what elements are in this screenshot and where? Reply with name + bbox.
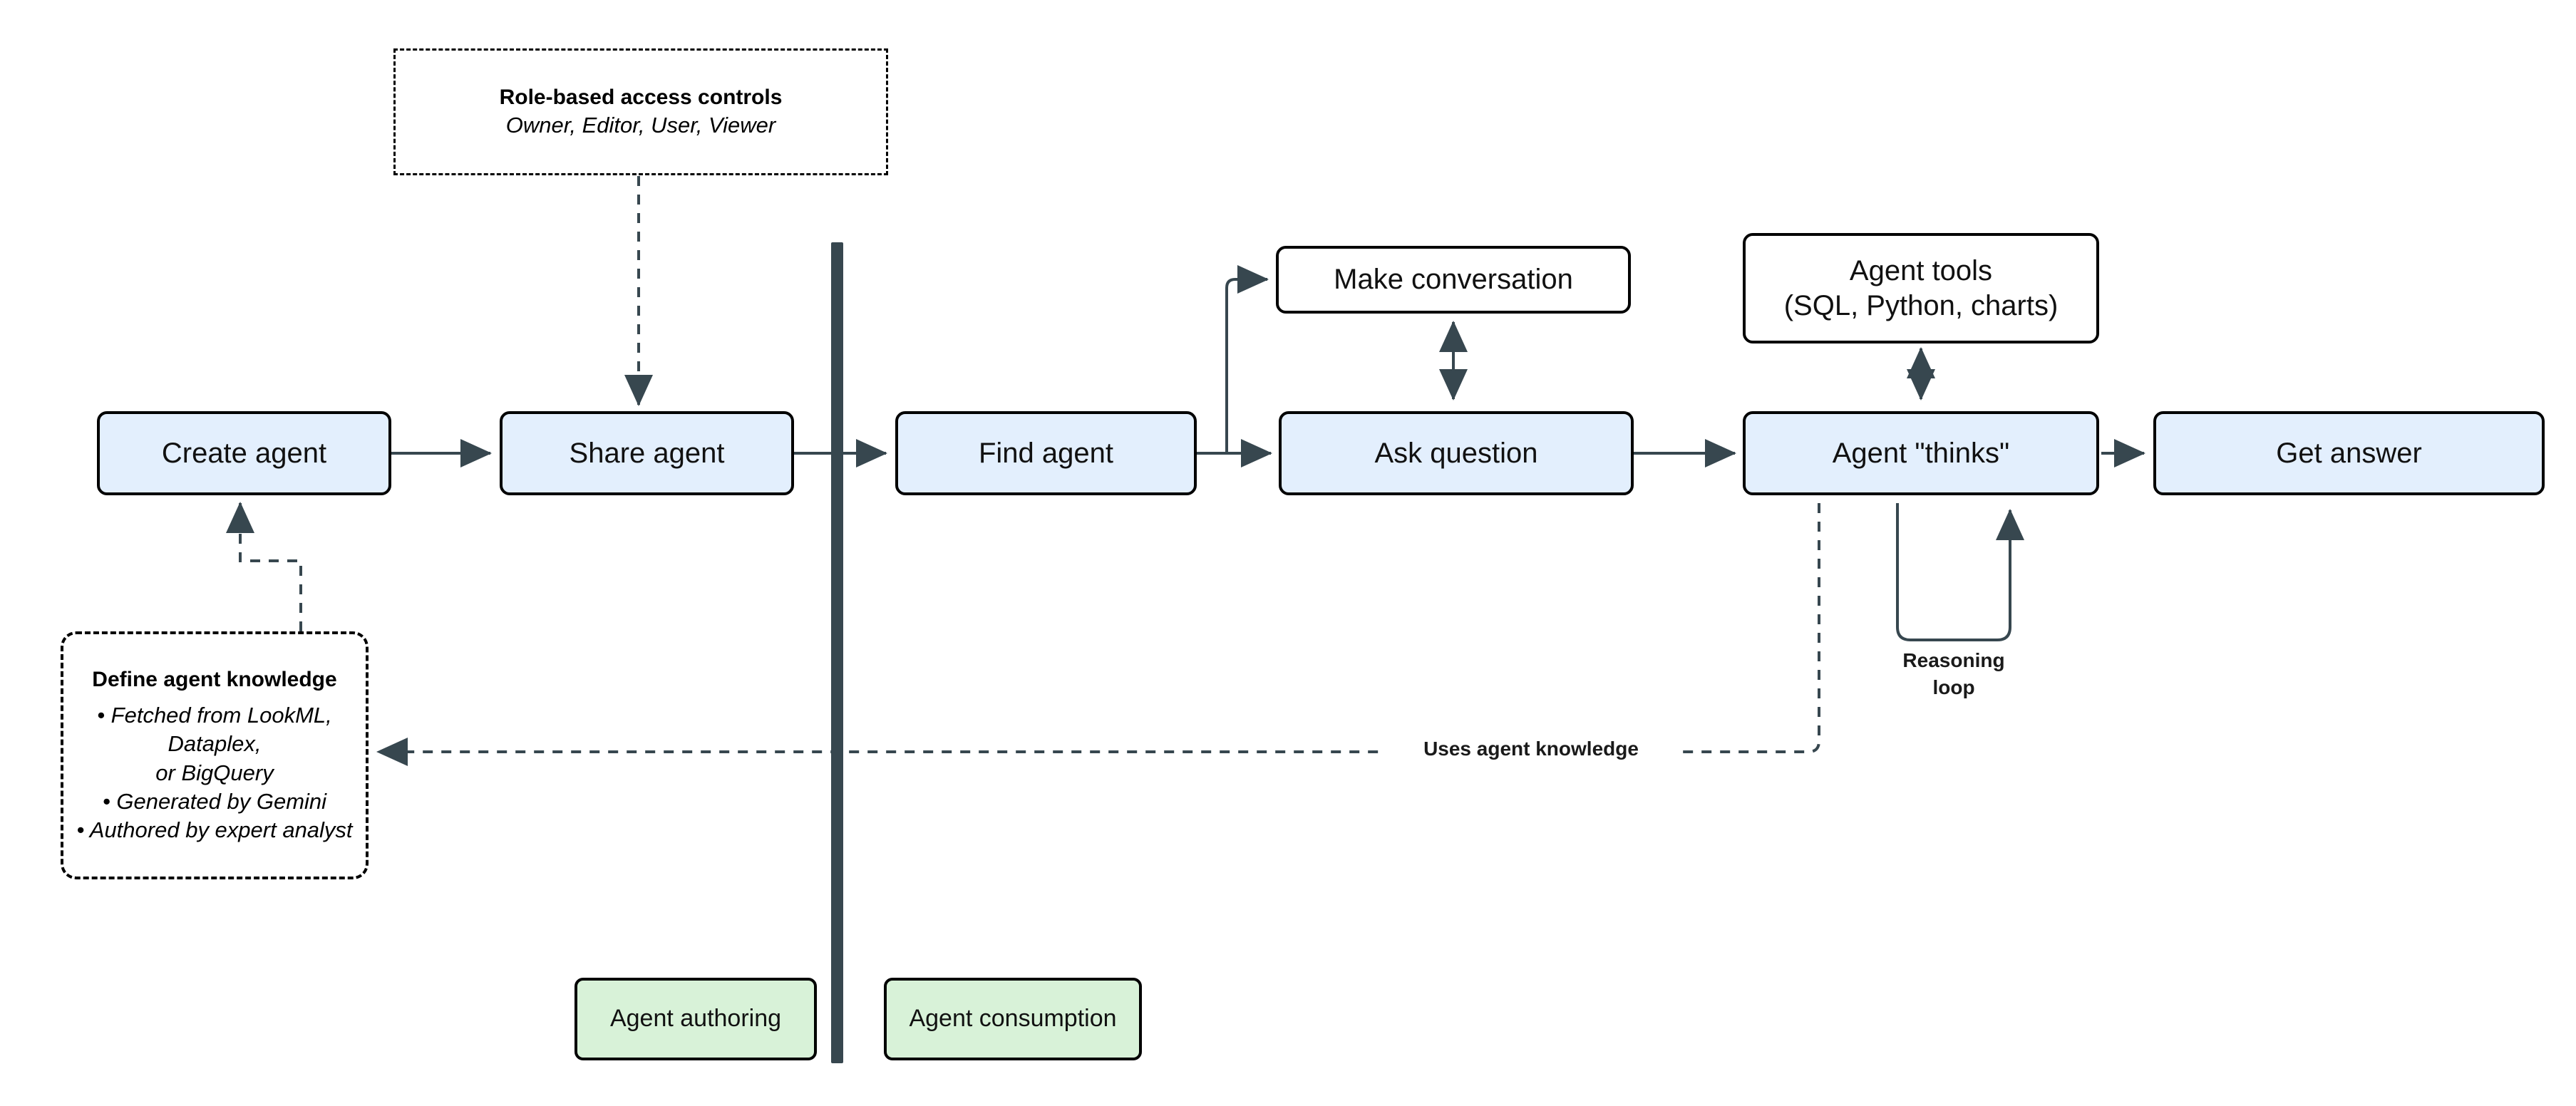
knowledge-bullet-3: • Authored by expert analyst [76, 817, 353, 843]
label-reasoning-loop: Reasoning loop [1872, 647, 2036, 701]
legend-agent-authoring[interactable]: Agent authoring [575, 978, 817, 1060]
knowledge-heading: Define agent knowledge [92, 667, 337, 691]
node-share-agent-label: Share agent [569, 437, 725, 469]
rbac-detail: Owner, Editor, User, Viewer [505, 112, 776, 138]
edge-reasoning-loop [1896, 503, 2024, 641]
edge-uses-agent-knowledge [376, 503, 1820, 766]
knowledge-bullet-2: • Generated by Gemini [102, 788, 327, 814]
legend-agent-authoring-label: Agent authoring [609, 1005, 782, 1033]
node-create-agent[interactable]: Create agent [97, 411, 391, 495]
edge-knowledge-to-create [226, 502, 302, 631]
legend-agent-consumption-label: Agent consumption [909, 1005, 1117, 1033]
node-agent-thinks[interactable]: Agent "thinks" [1743, 411, 2099, 495]
node-make-conversation[interactable]: Make conversation [1276, 246, 1631, 314]
node-get-answer[interactable]: Get answer [2153, 411, 2545, 495]
rbac-heading: Role-based access controls [499, 86, 783, 110]
node-ask-question[interactable]: Ask question [1279, 411, 1634, 495]
annotation-define-agent-knowledge: Define agent knowledge • Fetched from Lo… [61, 631, 369, 879]
node-agent-tools-label: Agent tools (SQL, Python, charts) [1783, 254, 2059, 321]
label-uses-agent-knowledge: Uses agent knowledge [1383, 735, 1679, 763]
node-share-agent[interactable]: Share agent [500, 411, 794, 495]
knowledge-bullet-1: • Fetched from LookML, Dataplex, or BigQ… [97, 703, 332, 785]
edge-find-to-make-conversation [1225, 265, 1269, 453]
phase-divider [831, 242, 843, 1063]
node-agent-thinks-label: Agent "thinks" [1832, 437, 2010, 469]
node-get-answer-label: Get answer [2276, 437, 2422, 469]
node-find-agent[interactable]: Find agent [895, 411, 1197, 495]
node-ask-question-label: Ask question [1374, 437, 1538, 469]
legend-agent-consumption[interactable]: Agent consumption [884, 978, 1142, 1060]
node-create-agent-label: Create agent [161, 437, 327, 469]
annotation-role-based-access-controls: Role-based access controls Owner, Editor… [393, 48, 888, 175]
node-find-agent-label: Find agent [978, 437, 1114, 469]
node-agent-tools[interactable]: Agent tools (SQL, Python, charts) [1743, 233, 2099, 343]
node-make-conversation-label: Make conversation [1334, 264, 1573, 296]
